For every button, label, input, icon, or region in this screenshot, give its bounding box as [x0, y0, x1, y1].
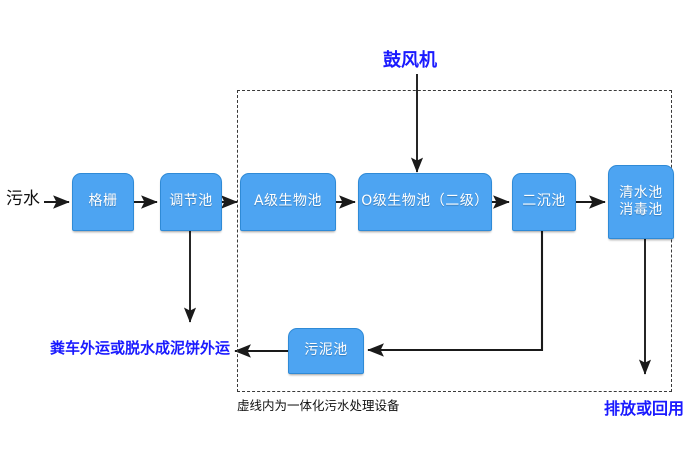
- sludge-disposal-label: 粪车外运或脱水成泥饼外运: [50, 339, 231, 357]
- node-disinfection-tank-label: 消毒池: [619, 202, 663, 218]
- node-clear-water-tank-label: 清水池: [619, 184, 663, 201]
- node-secondary-clarifier-label: 二沉池: [522, 193, 566, 210]
- node-equalizing-tank-label: 调节池: [169, 193, 213, 210]
- node-grille-label: 格栅: [88, 193, 118, 210]
- node-a-stage-bioreactor-label: A级生物池: [253, 193, 323, 210]
- node-grille[interactable]: 格栅: [72, 173, 134, 231]
- node-secondary-clarifier[interactable]: 二沉池: [512, 173, 576, 231]
- blower-label: 鼓风机: [383, 50, 437, 71]
- effluent-label: 排放或回用: [604, 399, 685, 418]
- node-o-stage-bioreactor[interactable]: O级生物池（二级）: [358, 173, 492, 231]
- arrow-secondary-to-sludge: [367, 231, 544, 357]
- node-a-stage-bioreactor[interactable]: A级生物池: [240, 173, 336, 231]
- node-sludge-tank-label: 污泥池: [304, 342, 348, 359]
- node-sludge-tank[interactable]: 污泥池: [288, 328, 364, 374]
- integrated-equipment-boundary: [237, 90, 672, 392]
- node-equalizing-tank[interactable]: 调节池: [160, 173, 222, 231]
- node-clear-water-disinfection-tank[interactable]: 清水池 消毒池: [608, 165, 674, 239]
- node-o-stage-bioreactor-label: O级生物池（二级）: [361, 193, 489, 210]
- influent-label: 污水: [6, 189, 40, 209]
- dashed-box-caption: 虚线内为一体化污水处理设备: [237, 398, 400, 413]
